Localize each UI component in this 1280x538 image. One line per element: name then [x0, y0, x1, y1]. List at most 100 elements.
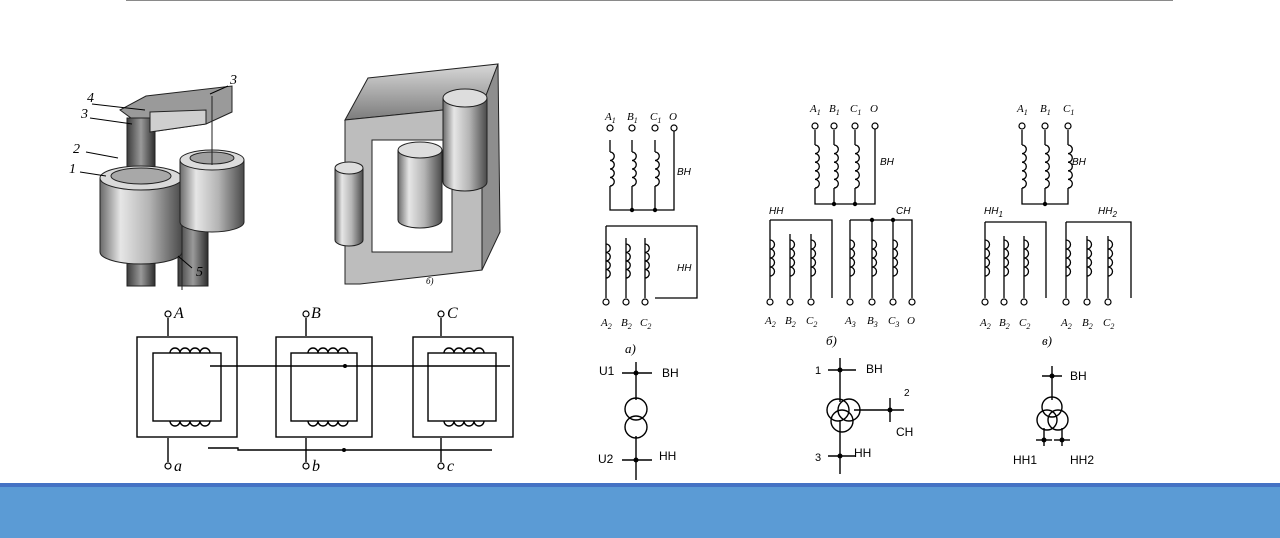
coil — [307, 420, 349, 427]
winding-coil — [1021, 144, 1027, 189]
winding-cylinder-left — [99, 165, 183, 265]
transformer-diagram: 4 3 2 1 3 5 б) — [69, 63, 1132, 480]
winding-a-hv-label: ВН — [677, 167, 692, 178]
winding-a-top-terminal-dot — [628, 124, 636, 132]
winding-b-lv-terminal-dot — [807, 298, 815, 306]
winding-a-top-terminal-dot — [606, 124, 614, 132]
winding-b-top-terminal-dot — [830, 122, 838, 130]
winding-b-mv-terminal-label: O — [907, 315, 915, 327]
phase-schematic — [136, 318, 514, 462]
symbol-3w-n2: 2 — [904, 388, 910, 399]
symbol-2w-bottom-label: U2 — [598, 452, 614, 466]
winding-coil — [1107, 239, 1114, 277]
symbol-split-hv: ВН — [1070, 369, 1087, 383]
winding-c-lv2-label: НН2 — [1098, 206, 1117, 219]
three-leg-winding-right — [442, 88, 488, 192]
terminal-a: a — [174, 458, 182, 475]
coil — [169, 420, 211, 427]
core-label-1: 1 — [69, 162, 76, 177]
winding-coil — [1065, 239, 1072, 277]
symbol-split-lv1: НН1 — [1013, 453, 1037, 467]
winding-c-top-terminal-label: C1 — [1063, 103, 1074, 117]
junction-dot — [831, 201, 837, 207]
winding-c-top-terminal-dot — [1064, 122, 1072, 130]
winding-coil — [1086, 239, 1093, 277]
three-leg-core-drawing: б) — [334, 63, 501, 286]
coil — [169, 347, 211, 354]
winding-b-mv-terminal-label: C3 — [888, 315, 899, 329]
winding-b-mv-label: СН — [896, 206, 911, 217]
winding-coil — [854, 144, 860, 189]
winding-a-bottom-terminal-label: B2 — [621, 317, 632, 331]
junction-dot — [869, 217, 875, 223]
winding-coil — [631, 151, 637, 187]
winding-a-caption: а) — [625, 341, 636, 356]
winding-b-top-terminal-label: C1 — [850, 103, 861, 117]
terminal-A: A — [173, 305, 184, 322]
winding-coil — [1067, 144, 1073, 189]
winding-coil — [1003, 239, 1010, 277]
core-label-3b: 3 — [229, 73, 237, 88]
coil — [307, 347, 349, 354]
winding-b-top-terminal-label: A1 — [809, 103, 821, 117]
winding-c-top-terminal-label: A1 — [1016, 103, 1028, 117]
winding-b-mv-terminal-dot — [889, 298, 897, 306]
symbol-2w-top-label: U1 — [599, 364, 615, 378]
winding-a-coils — [605, 144, 1114, 279]
winding-c-hv-label: ВН — [1072, 157, 1087, 168]
winding-coil — [654, 151, 660, 187]
winding-c-lv1-terminal-dot — [1000, 298, 1008, 306]
winding-c-lv1-terminal-dot — [1020, 298, 1028, 306]
phase-unit-b — [275, 336, 373, 438]
winding-a-top-terminal-dot — [651, 124, 659, 132]
winding-b-text: ВН НН СН б) — [769, 157, 911, 348]
winding-b-mv-terminal-dot — [868, 298, 876, 306]
winding-coil — [892, 239, 899, 277]
junction-dot — [1042, 201, 1048, 207]
winding-coil — [609, 151, 615, 187]
junction-dot — [890, 217, 896, 223]
symbol-three-winding: 1 ВН 2 СН 3 НН — [815, 358, 913, 474]
footer-band — [0, 483, 1280, 538]
winding-c-lv2-terminal-label: A2 — [1060, 317, 1072, 331]
symbol-split-winding: ВН НН1 НН2 — [1013, 366, 1094, 467]
winding-a-bottom-terminal-dot — [622, 298, 630, 306]
winding-b-top-terminal-label: B1 — [829, 103, 840, 117]
three-leg-winding-left — [334, 161, 364, 247]
three-leg-caption: б) — [426, 276, 434, 286]
winding-b-lv-terminal-label: A2 — [764, 315, 776, 329]
winding-c-lv1-terminal-dot — [981, 298, 989, 306]
winding-coil — [810, 239, 817, 277]
terminal-c: c — [447, 458, 454, 475]
winding-diagram-a — [605, 128, 1114, 299]
winding-c-lv1-terminal-label: C2 — [1019, 317, 1030, 331]
winding-c-top-terminal-label: B1 — [1040, 103, 1051, 117]
phase-terminals: A B C a b c — [164, 305, 458, 475]
coil — [443, 420, 485, 427]
three-leg-winding-center — [397, 141, 443, 229]
winding-b-top-terminal-label: O — [870, 103, 878, 115]
winding-c-lv2-terminal-label: C2 — [1103, 317, 1114, 331]
winding-a-lv-label: НН — [677, 263, 692, 274]
winding-c-lv2-terminal-dot — [1062, 298, 1070, 306]
winding-b-top-terminal-dot — [811, 122, 819, 130]
junction-dot — [629, 207, 635, 213]
phase-unit-a — [136, 336, 238, 438]
winding-coil — [833, 144, 839, 189]
symbol-3w-n3: 3 — [815, 452, 821, 464]
symbol-3w-hv: ВН — [866, 362, 883, 376]
winding-a-top-terminal-label: B1 — [627, 111, 638, 125]
winding-coil — [1023, 239, 1030, 277]
winding-c-caption: в) — [1042, 333, 1052, 348]
winding-b-lv-terminal-dot — [766, 298, 774, 306]
winding-c-top-terminal-dot — [1041, 122, 1049, 130]
winding-c-lv1-terminal-label: B2 — [999, 317, 1010, 331]
winding-a-top-terminal-label: C1 — [650, 111, 661, 125]
winding-b-lv-terminal-label: C2 — [806, 315, 817, 329]
symbol-split-lv2: НН2 — [1070, 453, 1094, 467]
symbol-3w-lv: НН — [854, 446, 871, 460]
winding-b-top-terminal-dot — [871, 122, 879, 130]
winding-c-lv1-terminal-label: A2 — [979, 317, 991, 331]
symbol-3w-mv: СН — [896, 425, 913, 439]
